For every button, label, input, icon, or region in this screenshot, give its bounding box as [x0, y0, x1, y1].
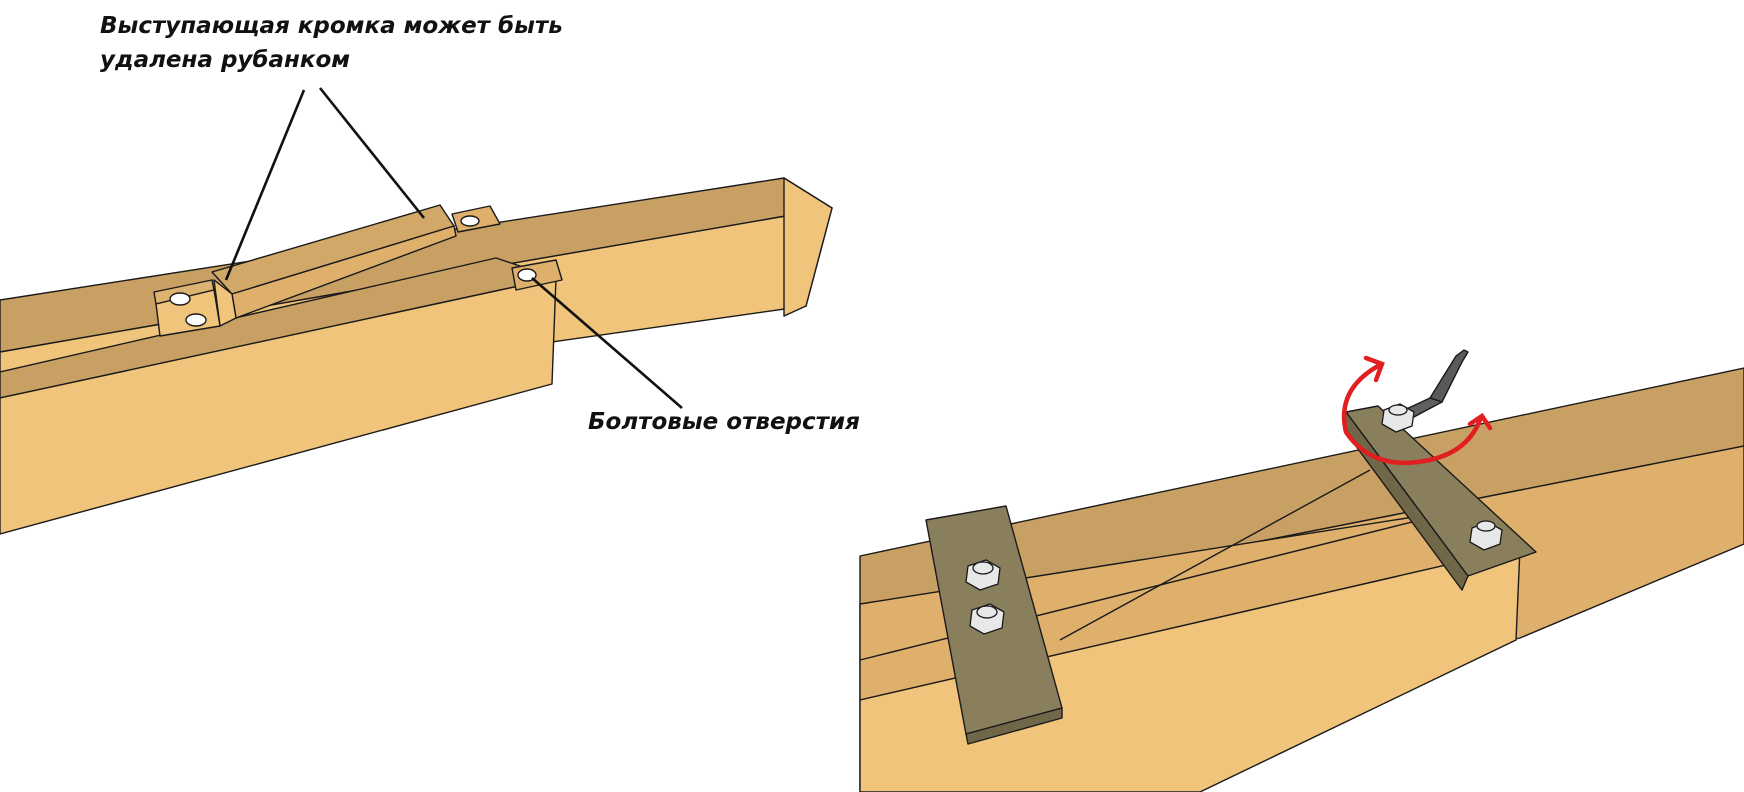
edge-annotation-line-2: удалена рубанком	[100, 47, 351, 73]
bolt-holes-annotation: Болтовые отверстия	[588, 409, 860, 435]
hex-bolt-icon	[969, 603, 1005, 635]
hex-bolt-icon	[1469, 520, 1503, 551]
rear-beam-end	[783, 177, 833, 317]
edge-annotation-line-1: Выступающая кромка может быть	[100, 13, 563, 39]
bolt-hole-icon	[185, 313, 207, 327]
leader-line-holes	[531, 277, 683, 409]
arrow-head-left	[1363, 355, 1385, 383]
back-beam-top	[859, 367, 1744, 621]
rotation-arc-right	[1415, 417, 1483, 465]
leader-line-edge-1	[224, 89, 306, 281]
leader-lines	[224, 87, 683, 409]
rotation-arrow-icon	[1341, 355, 1493, 466]
beam-seam	[1059, 469, 1371, 641]
front-beam-face-right	[859, 547, 1521, 792]
left-scarf-joint	[0, 177, 833, 535]
wrench-icon	[1429, 349, 1469, 403]
leader-line-edge-2	[318, 87, 426, 219]
hex-bolt-icon	[1381, 403, 1415, 433]
rotation-arc-left	[1341, 363, 1421, 466]
front-beam-front	[0, 277, 557, 535]
bolt-hole-icon	[517, 268, 537, 282]
left-clamp-plate-edge	[965, 707, 1063, 745]
edge-annotation: Выступающая кромка может быть удалена ру…	[100, 9, 563, 77]
bolt-hole-icon	[460, 215, 480, 227]
right-front-block	[511, 259, 563, 291]
arrow-head-right	[1467, 412, 1493, 431]
bolt-hole-icon	[169, 292, 191, 306]
hex-bolt-icon	[965, 559, 1001, 591]
bolts	[965, 403, 1503, 635]
